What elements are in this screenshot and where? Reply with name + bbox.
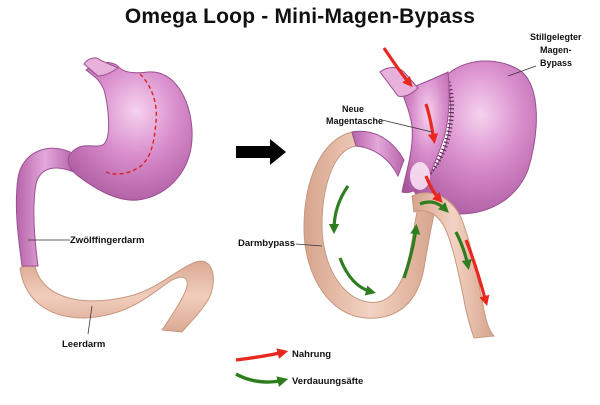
diagram-title: Omega Loop - Mini-Magen-Bypass bbox=[124, 5, 476, 28]
food-arrow-1 bbox=[382, 47, 413, 88]
cut-line bbox=[105, 73, 158, 175]
food-arrow-4 bbox=[464, 239, 490, 306]
esophagus-shape bbox=[83, 57, 120, 77]
transition-arrow bbox=[236, 139, 286, 165]
juice-arrow-1 bbox=[328, 185, 350, 235]
bypass-leader bbox=[295, 243, 323, 247]
remnant-label-2: Magen- bbox=[540, 45, 572, 55]
juice-arrow-5 bbox=[454, 231, 472, 271]
bypass-anatomy bbox=[303, 47, 537, 339]
remnant-label-3: Bypass bbox=[540, 58, 572, 68]
duodenum-label: Zwölffingerdarm bbox=[70, 235, 144, 246]
duodenum-stub bbox=[351, 130, 405, 178]
food-arrow-3 bbox=[424, 175, 443, 203]
duodenum-shape bbox=[15, 147, 75, 267]
juice-arrow-3 bbox=[402, 223, 421, 279]
jejunum-label: Leerdarm bbox=[62, 339, 105, 350]
remnant-leader bbox=[507, 65, 537, 77]
pouch-leader bbox=[381, 119, 433, 133]
jejunum-leader bbox=[87, 305, 93, 335]
legend-juice-label: Verdauungsäfte bbox=[292, 376, 363, 387]
normal-anatomy bbox=[15, 57, 214, 333]
bypass-label: Darmbypass bbox=[238, 238, 295, 249]
legend-juice-arrow bbox=[235, 372, 289, 387]
juice-arrow-4 bbox=[419, 200, 449, 213]
legend: Nahrung Verdauungsäfte bbox=[235, 348, 363, 387]
anastomosis-highlight bbox=[410, 162, 430, 190]
stomach-shape bbox=[67, 62, 193, 201]
pouch-label-2: Magentasche bbox=[326, 116, 383, 126]
legend-food-arrow bbox=[235, 348, 289, 362]
juice-arrow-2 bbox=[338, 257, 376, 296]
left-labels: Zwölffingerdarm Leerdarm bbox=[28, 235, 144, 350]
pouch-label-1: Neue bbox=[342, 104, 364, 114]
right-labels: Stillgelegter Magen- Bypass Neue Magenta… bbox=[238, 32, 582, 249]
remnant-label-1: Stillgelegter bbox=[530, 32, 582, 42]
food-arrow-2 bbox=[424, 103, 439, 145]
esophagus-right-shape bbox=[379, 67, 419, 97]
bypass-limb-right bbox=[411, 192, 496, 339]
legend-food-label: Nahrung bbox=[292, 349, 331, 360]
jejunum-shape bbox=[19, 260, 214, 333]
